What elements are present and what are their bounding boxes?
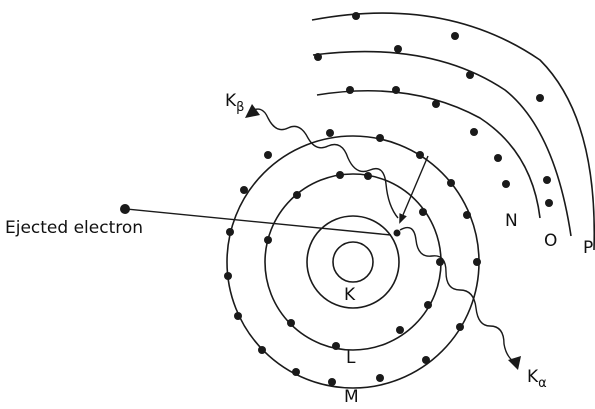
ejected-electron <box>120 204 130 214</box>
electron <box>234 312 242 320</box>
electron <box>543 176 551 184</box>
ejected-electron-label: Ejected electron <box>5 218 143 238</box>
electron <box>258 346 266 354</box>
ejected-electron-path <box>125 208 392 236</box>
electron <box>470 128 478 136</box>
electron <box>346 86 354 94</box>
electron <box>226 228 234 236</box>
electron <box>451 32 459 40</box>
electron <box>536 94 544 102</box>
electron <box>292 368 300 376</box>
electron <box>436 258 444 266</box>
electron-k-shell <box>393 229 401 237</box>
electron <box>293 191 301 199</box>
electron <box>287 319 295 327</box>
electron <box>396 326 404 334</box>
electron <box>456 323 464 331</box>
electron <box>264 151 272 159</box>
electron <box>502 180 510 188</box>
electron <box>326 129 334 137</box>
k-alpha-photon-path <box>399 226 515 363</box>
electron <box>416 151 424 159</box>
electron <box>376 374 384 382</box>
shell-p <box>311 12 595 251</box>
electron <box>392 86 400 94</box>
electrons-l-shell <box>264 171 444 350</box>
shell-o <box>312 50 572 237</box>
electron <box>336 171 344 179</box>
k-beta-label: Kβ <box>225 91 244 115</box>
electrons-o-shell <box>314 45 553 207</box>
electron <box>494 154 502 162</box>
electrons-p-shell <box>352 12 459 40</box>
electron <box>364 172 372 180</box>
nucleus <box>332 241 374 283</box>
shell-o-label: O <box>544 231 557 251</box>
electron <box>545 199 553 207</box>
electron <box>447 179 455 187</box>
k-beta-photon-path <box>249 108 399 219</box>
electrons-m-shell <box>224 129 481 386</box>
electron <box>473 258 481 266</box>
shell-k <box>306 215 400 309</box>
k-beta-arrowhead <box>245 104 260 118</box>
electron <box>224 272 232 280</box>
shell-p-label: P <box>583 238 593 258</box>
electron <box>264 236 272 244</box>
shell-n <box>316 89 541 219</box>
electron <box>352 12 360 20</box>
electron <box>376 134 384 142</box>
electron <box>328 378 336 386</box>
electron <box>424 301 432 309</box>
electrons-n-shell <box>346 86 510 188</box>
electron <box>463 211 471 219</box>
electron <box>432 100 440 108</box>
shell-m-label: M <box>344 387 359 404</box>
shell-l-label: L <box>346 348 356 368</box>
shell-k-label: K <box>344 285 356 305</box>
electron <box>466 71 474 79</box>
electron <box>419 208 427 216</box>
shell-n-label: N <box>505 211 518 231</box>
k-alpha-arrowhead <box>508 356 521 370</box>
electron <box>394 45 402 53</box>
electron <box>422 356 430 364</box>
electron <box>314 53 322 61</box>
electron <box>240 186 248 194</box>
k-alpha-label: Kα <box>527 367 547 391</box>
electron <box>332 342 340 350</box>
transition-arrow <box>399 155 429 224</box>
